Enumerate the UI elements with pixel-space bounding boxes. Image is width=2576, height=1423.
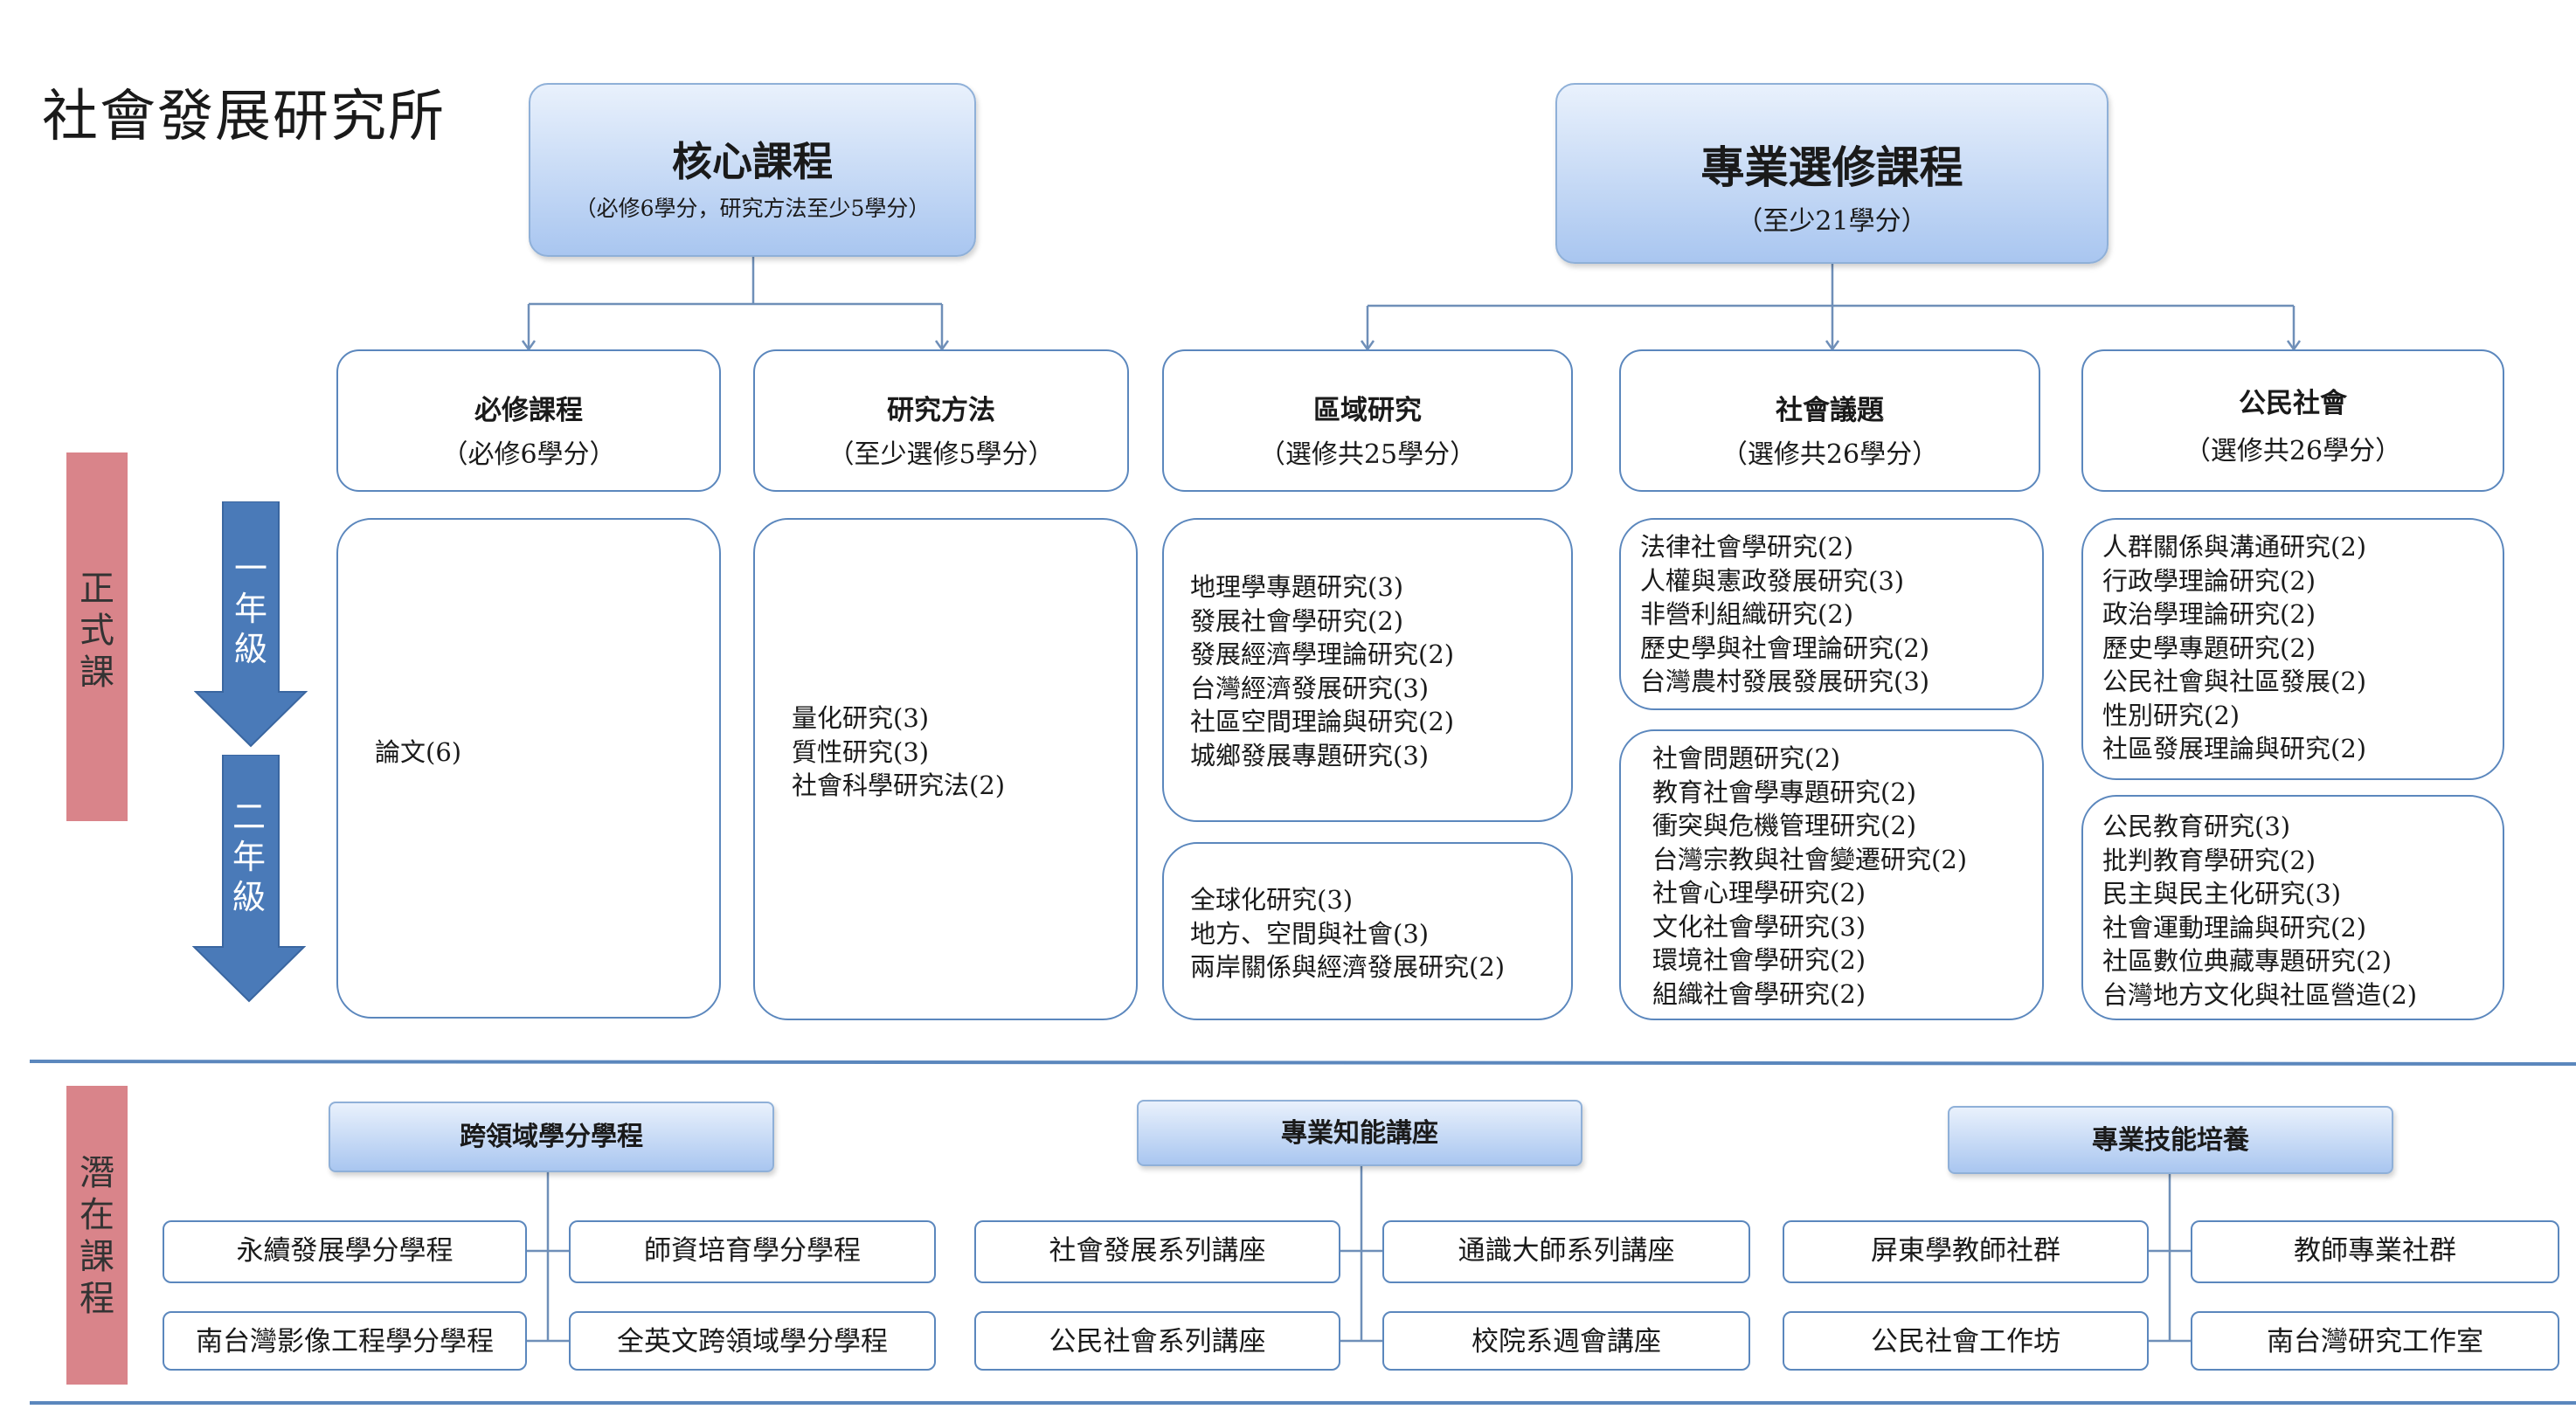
category-subtitle: （至少選修5學分） [828, 439, 1055, 470]
page-title: 社會發展研究所 [42, 85, 446, 149]
list-item: 社區空間理論與研究(2) [1190, 707, 1455, 736]
latent-item: 師資培育學分學程 [569, 1220, 936, 1283]
list-item: 台灣經濟發展研究(3) [1190, 673, 1430, 703]
year1-arrow-icon [194, 501, 308, 748]
category-subtitle: （選修共26學分） [1721, 439, 1939, 470]
latent-group-header-2: 專業知能講座 [1137, 1100, 1582, 1166]
latent-item: 永續發展學分學程 [163, 1220, 527, 1283]
list-item: 地理學專題研究(3) [1190, 572, 1404, 602]
list-item: 全球化研究(3) [1190, 885, 1354, 915]
latent-item: 社會發展系列講座 [974, 1220, 1340, 1283]
category-title: 研究方法 [887, 395, 995, 426]
latent-group-header-1: 跨領域學分學程 [329, 1102, 774, 1172]
list-item: 非營利組織研究(2) [1640, 599, 1854, 629]
list-item: 歷史學專題研究(2) [2102, 632, 2316, 663]
social-issues-list-b: 社會問題研究(2) 教育社會學專題研究(2) 衝突與危機管理研究(2) 台灣宗教… [1619, 729, 2044, 1020]
latent-item: 教師專業社群 [2191, 1220, 2559, 1283]
category-title: 必修課程 [474, 395, 583, 426]
method-course-list: 量化研究(3) 質性研究(3) 社會科學研究法(2) [753, 518, 1138, 1020]
category-required: 必修課程 （必修6學分） [336, 349, 721, 492]
social-issues-list-a: 法律社會學研究(2) 人權與憲政發展研究(3) 非營利組織研究(2) 歷史學與社… [1619, 518, 2044, 710]
regional-course-list-a: 地理學專題研究(3) 發展社會學研究(2) 發展經濟學理論研究(2) 台灣經濟發… [1162, 518, 1573, 822]
year1-label: 一年級 [233, 549, 267, 668]
list-item: 公民教育研究(3) [2102, 812, 2291, 841]
latent-item: 公民社會系列講座 [974, 1311, 1340, 1371]
latent-item: 校院系週會講座 [1382, 1311, 1750, 1371]
latent-courses-label: 潛在課程 [66, 1086, 128, 1385]
list-item: 社會心理學研究(2) [1652, 878, 1866, 908]
required-course-list: 論文(6) [336, 518, 721, 1019]
latent-item: 通識大師系列講座 [1382, 1220, 1750, 1283]
year2-label: 二年級 [232, 798, 266, 916]
core-courses-subtitle: （必修6學分，研究方法至少5學分） [574, 196, 931, 221]
elective-courses-header: 專業選修課程 （至少21學分） [1555, 83, 2109, 264]
list-item: 台灣宗教與社會變遷研究(2) [1652, 844, 1968, 874]
list-item: 人群關係與溝通研究(2) [2102, 532, 2367, 562]
formal-courses-label: 正式課 [66, 452, 128, 821]
category-subtitle: （必修6學分） [441, 439, 616, 470]
category-methods: 研究方法 （至少選修5學分） [753, 349, 1129, 492]
list-item: 台灣農村發展發展研究(3) [1640, 667, 1930, 696]
core-courses-title: 核心課程 [672, 138, 833, 185]
list-item: 質性研究(3) [792, 736, 930, 767]
civil-society-list-a: 人群關係與溝通研究(2) 行政學理論研究(2) 政治學理論研究(2) 歷史學專題… [2081, 518, 2504, 780]
formal-courses-text: 正式課 [80, 569, 114, 693]
list-item: 社會運動理論與研究(2) [2102, 912, 2367, 943]
list-item: 地方、空間與社會(3) [1190, 918, 1430, 949]
list-item: 批判教育學研究(2) [2102, 845, 2316, 875]
core-courses-header: 核心課程 （必修6學分，研究方法至少5學分） [529, 83, 976, 257]
list-item: 公民社會與社區發展(2) [2102, 667, 2367, 696]
list-item: 兩岸關係與經濟發展研究(2) [1190, 952, 1506, 982]
list-item: 教育社會學專題研究(2) [1652, 777, 1917, 807]
elective-courses-subtitle: （至少21學分） [1736, 206, 1928, 237]
category-social-issues: 社會議題 （選修共26學分） [1619, 349, 2040, 492]
list-item: 環境社會學研究(2) [1652, 945, 1866, 975]
civil-society-list-b: 公民教育研究(3) 批判教育學研究(2) 民主與民主化研究(3) 社會運動理論與… [2081, 795, 2504, 1020]
latent-group-header-3: 專業技能培養 [1948, 1106, 2393, 1174]
category-title: 區域研究 [1313, 395, 1422, 426]
list-item: 行政學理論研究(2) [2102, 565, 2316, 596]
elective-courses-title: 專業選修課程 [1700, 142, 1963, 193]
category-title: 公民社會 [2239, 388, 2347, 419]
list-item: 社會問題研究(2) [1652, 743, 1841, 773]
list-item: 發展經濟學理論研究(2) [1190, 639, 1455, 669]
list-item: 政治學理論研究(2) [2102, 599, 2316, 629]
list-item: 人權與憲政發展研究(3) [1640, 565, 1905, 596]
list-item: 性別研究(2) [2102, 700, 2240, 730]
list-item: 組織社會學研究(2) [1652, 978, 1866, 1009]
list-item: 發展社會學研究(2) [1190, 605, 1404, 636]
regional-course-list-b: 全球化研究(3) 地方、空間與社會(3) 兩岸關係與經濟發展研究(2) [1162, 842, 1573, 1020]
category-subtitle: （選修共26學分） [2184, 436, 2402, 466]
list-item: 社區發展理論與研究(2) [2102, 734, 2367, 763]
category-civil-society: 公民社會 （選修共26學分） [2081, 349, 2504, 492]
latent-item: 南台灣研究工作室 [2191, 1311, 2559, 1371]
list-item: 論文(6) [375, 737, 462, 767]
category-title: 社會議題 [1776, 395, 1884, 426]
list-item: 城鄉發展專題研究(3) [1190, 740, 1430, 770]
category-subtitle: （選修共25學分） [1258, 439, 1477, 470]
latent-item: 屏東學教師社群 [1783, 1220, 2149, 1283]
latent-item: 公民社會工作坊 [1783, 1311, 2149, 1371]
latent-courses-text: 潛在課程 [80, 1153, 114, 1319]
category-regional: 區域研究 （選修共25學分） [1162, 349, 1573, 492]
latent-item: 南台灣影像工程學分學程 [163, 1311, 527, 1371]
year2-arrow-icon [192, 755, 306, 1003]
list-item: 社會科學研究法(2) [792, 770, 1006, 800]
list-item: 法律社會學研究(2) [1640, 532, 1854, 562]
list-item: 衝突與危機管理研究(2) [1652, 811, 1917, 840]
list-item: 量化研究(3) [792, 703, 930, 733]
list-item: 民主與民主化研究(3) [2102, 879, 2342, 908]
list-item: 台灣地方文化與社區營造(2) [2102, 979, 2418, 1010]
list-item: 歷史學與社會理論研究(2) [1640, 632, 1930, 663]
list-item: 文化社會學研究(3) [1652, 911, 1866, 942]
latent-item: 全英文跨領域學分學程 [569, 1311, 936, 1371]
list-item: 社區數位典藏專題研究(2) [2102, 946, 2392, 976]
